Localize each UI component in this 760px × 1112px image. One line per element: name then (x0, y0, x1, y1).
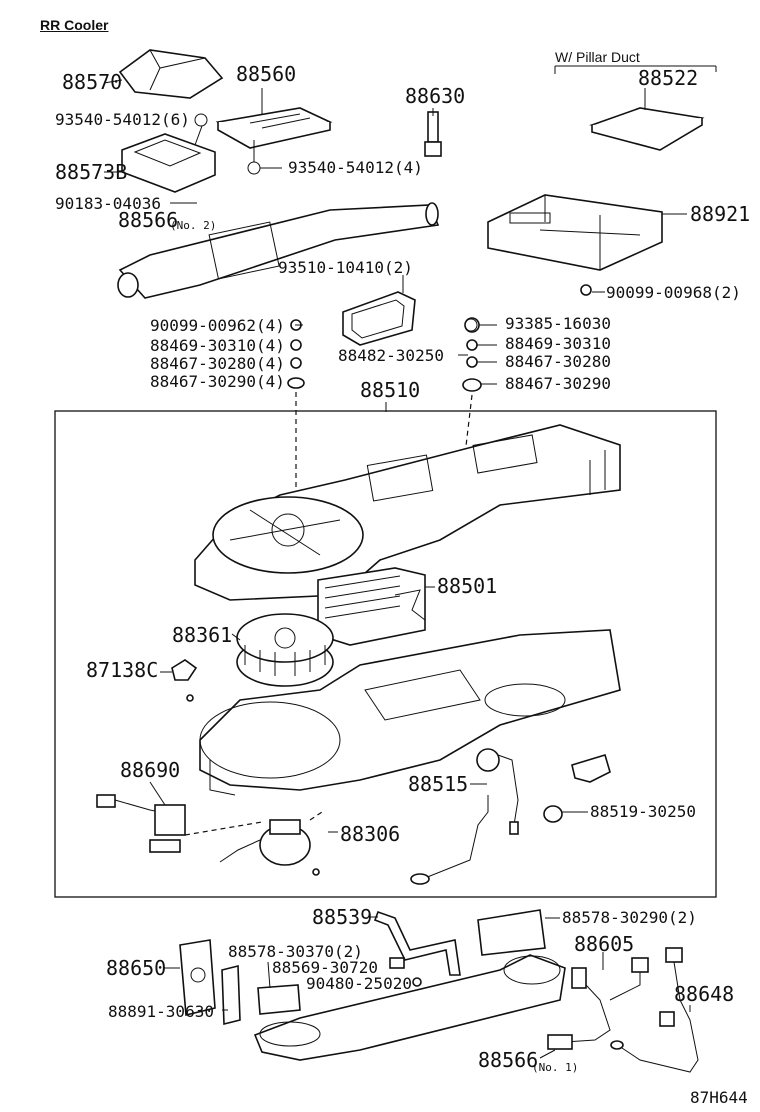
fastener-stack-left (287, 319, 305, 389)
amplifier-88515 (410, 748, 519, 885)
bracket-88891 (221, 964, 241, 1026)
label-88467-280-left: 88467-30280(4) (150, 354, 285, 373)
label-88467-280-right: 88467-30280 (505, 352, 611, 371)
label-88569: 88569-30720 (272, 958, 378, 977)
pad-88578-30290 (477, 909, 546, 956)
label-88501: 88501 (437, 574, 498, 598)
clip-88569 (389, 957, 405, 969)
pad-88522 (589, 107, 705, 151)
cover-88570 (118, 49, 224, 99)
label-88469-left: 88469-30310(4) (150, 336, 285, 355)
label-93510: 93510-10410(2) (278, 258, 413, 277)
fastener-stack-right (462, 317, 482, 392)
cap-88519 (543, 805, 563, 823)
pipe-88539 (373, 910, 461, 976)
label-88515: 88515 (408, 772, 469, 796)
harness-88605 (547, 957, 649, 1050)
label-88566-no2: 88566 (118, 208, 179, 232)
sensor-88630 (424, 111, 442, 157)
upper-case-88510 (194, 424, 621, 601)
filter-88560 (215, 107, 333, 149)
case-88573b (121, 133, 216, 193)
label-88650: 88650 (106, 956, 167, 980)
evaporator-88501 (317, 567, 426, 646)
label-88630: 88630 (405, 84, 466, 108)
label-88690: 88690 (120, 758, 181, 782)
label-88539: 88539 (312, 905, 373, 929)
label-88921: 88921 (690, 202, 751, 226)
fan-88361 (236, 613, 334, 687)
label-93540-b: 93540-54012(4) (288, 158, 423, 177)
duct-88566-no1 (253, 954, 566, 1061)
label-88566-no1: 88566 (478, 1048, 539, 1072)
label-88566-no2-sub: (No. 2) (170, 219, 217, 232)
label-88566-no1-sub: (No. 1) (532, 1061, 579, 1074)
leader-lines (103, 65, 717, 1059)
label-88570: 88570 (62, 70, 123, 94)
label-88573b: 88573B (55, 160, 128, 184)
label-88522: 88522 (638, 66, 699, 90)
label-88482: 88482-30250 (338, 346, 444, 365)
label-88467-290-left: 88467-30290(4) (150, 372, 285, 391)
label-88469-right: 88469-30310 (505, 334, 611, 353)
label-88578-30370: 88578-30370(2) (228, 942, 363, 961)
label-88560: 88560 (236, 62, 297, 86)
label-88510: 88510 (360, 378, 421, 402)
label-90480: 90480-25020 (306, 974, 412, 993)
relay-88690 (96, 794, 186, 853)
figure-code: 87H644 (690, 1088, 748, 1107)
gasket-88482 (342, 291, 416, 346)
motor-88306 (219, 819, 320, 876)
label-88648: 88648 (674, 982, 735, 1006)
label-93540-a: 93540-54012(6) (55, 110, 190, 129)
label-88891: 88891-30630 (108, 1002, 214, 1021)
label-88306: 88306 (340, 822, 401, 846)
screw-90099-right (580, 284, 605, 296)
label-88578-30290: 88578-30290(2) (562, 908, 697, 927)
label-90099-left: 90099-00962(4) (150, 316, 285, 335)
lower-case (199, 629, 621, 796)
label-93385: 93385-16030 (505, 314, 611, 333)
label-90099-right: 90099-00968(2) (606, 283, 741, 302)
wire-88648 (610, 947, 699, 1073)
label-88361: 88361 (172, 623, 233, 647)
unit-88921 (487, 194, 663, 271)
panel-88650 (179, 939, 216, 1016)
group-note: W/ Pillar Duct (555, 49, 640, 65)
diagram-title: RR Cooler (40, 17, 109, 33)
pad-88578-30370 (257, 984, 301, 1015)
duct-88566-no2 (117, 202, 440, 299)
label-87138c: 87138C (86, 658, 159, 682)
clip-87138c (171, 659, 198, 702)
label-90183: 90183-04036 (55, 194, 161, 213)
label-88605: 88605 (574, 932, 635, 956)
bracket-right (571, 754, 611, 783)
label-88519: 88519-30250 (590, 802, 696, 821)
label-88467-290-right: 88467-30290 (505, 374, 611, 393)
screw-90480 (412, 977, 422, 987)
